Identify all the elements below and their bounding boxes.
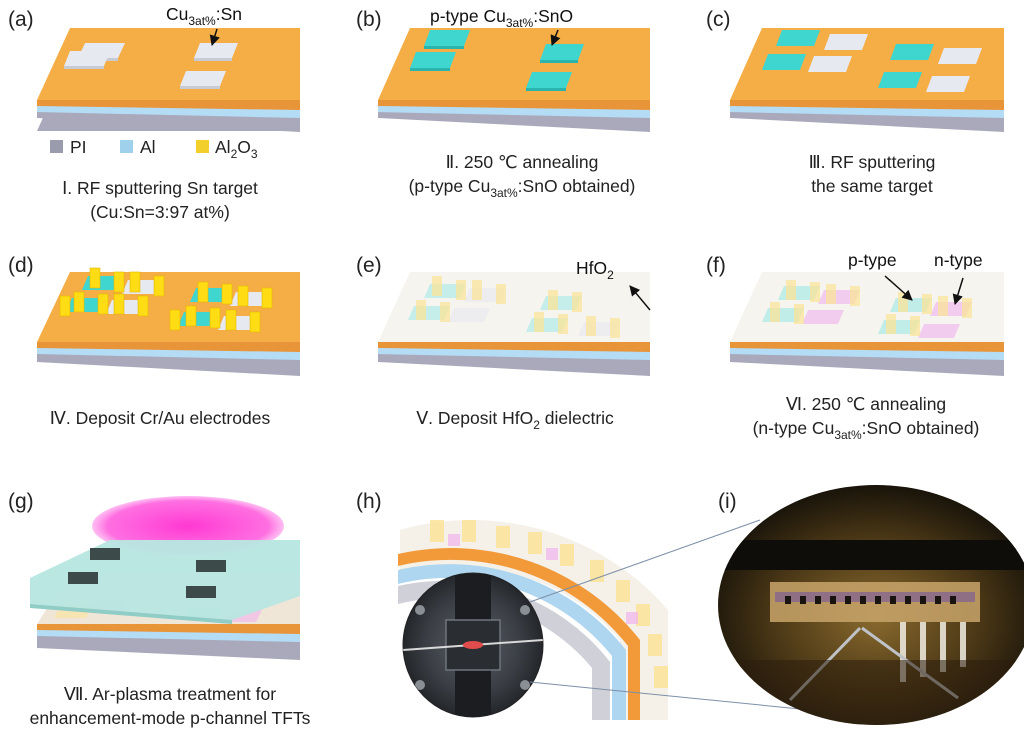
caption-b-line2: (p-type Cu3at%:SnO obtained) [409, 176, 636, 200]
annotation-e-sub: 2 [607, 268, 614, 282]
panel-e-letter: (e) [356, 254, 382, 277]
caption-f-line2: (n-type Cu3at%:SnO obtained) [753, 418, 980, 442]
panel-i-letter: (i) [718, 490, 737, 513]
panel-c: (c) Ⅲ. RF sputtering the same target [706, 8, 1004, 196]
annotation-b-pre: p-type Cu [430, 6, 506, 26]
annotation-f-n-type: n-type [934, 250, 983, 270]
legend-label-pi: PI [70, 137, 87, 157]
svg-text:HfO2: HfO2 [576, 258, 614, 282]
legend-swatch-pi [50, 140, 63, 153]
annotation-b: p-type Cu3at%:SnO [430, 6, 573, 46]
panel-d-letter: (d) [8, 254, 34, 277]
panel-a: (a) Cu3at%:Sn PI Al [8, 4, 300, 222]
sn-pads-a [64, 43, 238, 89]
annotation-e-pre: HfO [576, 258, 607, 278]
electrodes-d [59, 267, 273, 333]
annotation-a: Cu3at%:Sn [166, 4, 242, 47]
svg-text:Cu3at%:Sn: Cu3at%:Sn [166, 4, 242, 28]
substrate-a [37, 28, 300, 132]
legend-label-al2o3: Al2O3 [215, 137, 258, 161]
panel-e: (e) HfO2 Ⅴ. Deposit HfO2 [356, 254, 651, 432]
panel-f-letter: (f) [706, 254, 726, 277]
annotation-a-main: Cu [166, 4, 188, 24]
panel-i: (i) [718, 485, 1024, 725]
panel-f: (f) p-type n-type [706, 250, 1004, 442]
svg-text:p-type Cu3at%:SnO: p-type Cu3at%:SnO [430, 6, 573, 30]
legend: PI Al Al2O3 [50, 137, 258, 161]
caption-g-line1: Ⅶ. Ar-plasma treatment for [64, 684, 276, 704]
substrate-b [378, 28, 650, 132]
annotation-b-sub: 3at% [506, 16, 534, 30]
caption-f-line1: Ⅵ. 250 ℃ annealing [786, 394, 946, 414]
panel-a-letter: (a) [8, 8, 34, 31]
pads-c [762, 30, 982, 92]
legend-swatch-al2o3 [196, 140, 209, 153]
annotation-f-p-type: p-type [848, 250, 897, 270]
panel-b: (b) p-type Cu3at%:SnO Ⅱ. 250 ℃ annealing… [356, 6, 650, 200]
panel-h: (h) [356, 490, 831, 720]
panel-b-letter: (b) [356, 8, 382, 31]
p-type-pads-b [410, 30, 584, 91]
annotation-a-sub: 3at% [188, 14, 216, 28]
caption-c-line1: Ⅲ. RF sputtering [809, 152, 936, 172]
caption-g-line2: enhancement-mode p-channel TFTs [30, 708, 311, 728]
legend-swatch-al [120, 140, 133, 153]
panel-h-letter: (h) [356, 490, 382, 513]
panel-g-letter: (g) [8, 490, 34, 513]
faded-electrodes-e [416, 276, 620, 338]
annotation-f: p-type n-type [848, 250, 983, 306]
caption-c-line2: the same target [811, 176, 933, 196]
caption-e: Ⅴ. Deposit HfO2 dielectric [416, 408, 614, 432]
panel-c-letter: (c) [706, 8, 731, 31]
faded-electrodes-f [770, 280, 972, 336]
caption-a-line2: (Cu:Sn=3:97 at%) [90, 202, 230, 222]
shadow-mask [30, 540, 300, 624]
zoom-lines [529, 519, 831, 713]
caption-a-line1: Ⅰ. RF sputtering Sn target [62, 178, 258, 198]
panel-g: (g) Ⅶ. Ar-plasma treatment for enhanceme… [8, 490, 311, 728]
substrate-d [37, 272, 300, 376]
probe-station-photo [402, 572, 544, 718]
curved-device-stack [398, 520, 668, 720]
annotation-a-rest: :Sn [216, 4, 242, 24]
panel-d: (d) Ⅳ. Deposit Cr/A [8, 254, 300, 428]
device-closeup-photo [718, 485, 1024, 725]
annotation-e: HfO2 [576, 258, 651, 311]
substrate-f [730, 272, 1004, 376]
caption-d: Ⅳ. Deposit Cr/Au electrodes [50, 408, 271, 428]
caption-b-line1: Ⅱ. 250 ℃ annealing [446, 152, 599, 172]
annotation-b-rest: :SnO [533, 6, 573, 26]
legend-label-al: Al [140, 137, 156, 157]
